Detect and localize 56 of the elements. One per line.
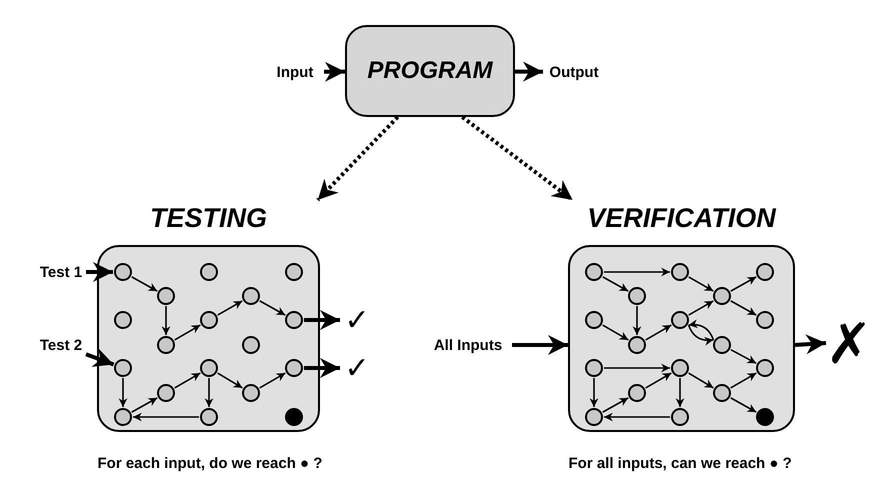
arrow [86, 262, 113, 282]
arrow [730, 372, 757, 389]
check-mark: ✓ [340, 352, 374, 384]
arrow [688, 300, 714, 316]
arrow [632, 306, 642, 335]
caption: For each input, do we reach ● ? [98, 455, 322, 472]
arrow [174, 324, 201, 341]
arrow [204, 378, 214, 407]
arrow [688, 320, 714, 340]
arrow [688, 276, 714, 292]
check-mark: ✓ [340, 304, 374, 336]
arrow [85, 348, 114, 367]
arrow [604, 364, 670, 372]
arrow [645, 372, 672, 389]
arrow [602, 397, 629, 413]
arrow [133, 412, 199, 422]
arrow [676, 378, 684, 407]
arrow [259, 300, 286, 316]
arrow [514, 62, 544, 82]
arrow [174, 372, 201, 389]
arrow [259, 372, 286, 389]
input-label: All Inputs [424, 335, 512, 355]
arrow [730, 300, 757, 316]
program-box: PROGRAM [345, 25, 515, 117]
input-label: Test 2 [36, 335, 86, 355]
arrow [131, 397, 158, 413]
arrow [794, 334, 826, 354]
arrow [304, 358, 340, 378]
section-heading: TESTING [150, 202, 267, 235]
arrow [316, 116, 400, 202]
arrow [217, 300, 243, 316]
arrow [217, 372, 243, 389]
arrow [590, 378, 598, 407]
arrow [602, 276, 629, 292]
arrow [602, 324, 629, 341]
arrow [688, 372, 714, 389]
arrow [730, 397, 757, 413]
arrow [688, 324, 714, 346]
arrow [645, 324, 672, 341]
arrow [324, 62, 346, 82]
input-label: Output [543, 62, 605, 82]
caption: For all inputs, can we reach ● ? [568, 455, 792, 472]
cross-mark: ✗ [826, 315, 872, 371]
input-label: Input [266, 62, 324, 82]
arrow [730, 276, 757, 292]
section-heading: VERIFICATION [587, 202, 776, 235]
arrow [162, 306, 170, 335]
arrow [304, 310, 340, 330]
input-label: Test 1 [36, 262, 86, 282]
arrow [512, 335, 568, 355]
arrow [118, 378, 128, 407]
arrow [131, 276, 158, 292]
arrow [604, 412, 670, 422]
arrow [604, 268, 670, 276]
arrow [730, 349, 757, 364]
arrow [461, 115, 574, 202]
